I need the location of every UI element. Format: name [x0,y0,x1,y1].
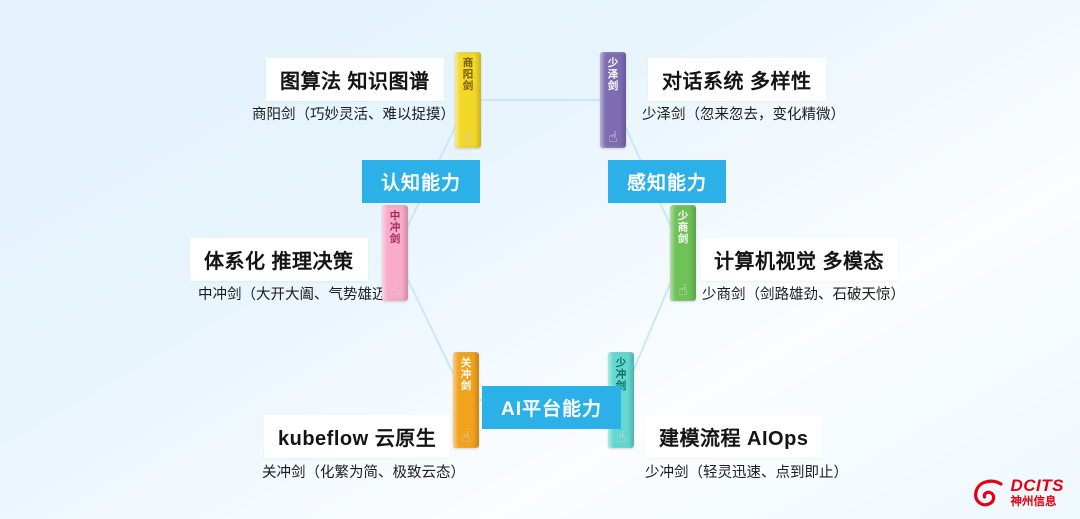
sword-label-shaoze: 少泽剑 [606,57,619,92]
capability-label-perception: 感知能力 [608,160,727,203]
node-subtitle-graph-knowledge: 商阳剑（巧妙灵活、难以捉摸） [252,107,455,123]
sword-finger-icon: ☝ [461,429,471,446]
sword-icon-shangyang: 商阳剑 ☝ [455,52,481,148]
dcits-swirl-icon [973,479,1003,506]
node-title-systematic-reasoning: 体系化 推理决策 [190,238,368,281]
dcits-brand-text: DCITS [1010,476,1064,496]
sword-icon-shaoze: 少泽剑 ☝ [600,52,626,148]
sword-finger-icon: ☝ [608,129,618,146]
capability-label-cognitive: 认知能力 [362,160,481,203]
node-subtitle-modeling-aiops: 少冲剑（轻灵迅速、点到即止） [645,465,848,481]
sword-finger-icon: ☝ [678,282,688,299]
sword-icon-zhongchong: 中冲剑 ☝ [382,205,408,301]
dcits-company-text: 神州信息 [1010,495,1057,508]
node-subtitle-dialog-system: 少泽剑（忽来忽去，变化精微） [642,107,845,123]
sword-finger-icon: ☝ [390,282,400,299]
node-subtitle-computer-vision: 少商剑（剑路雄劲、石破天惊） [702,287,905,303]
sword-finger-icon: ☝ [616,429,626,446]
sword-label-shaochong: 少冲剑 [614,357,627,392]
node-subtitle-systematic-reasoning: 中冲剑（大开大阖、气势雄迈） [198,287,401,303]
dcits-logo-texts: DCITS 神州信息 [1011,476,1065,509]
node-title-computer-vision: 计算机视觉 多模态 [700,238,899,281]
capability-label-ai-platform: AI平台能力 [482,386,622,429]
hexagon-outline [393,99,685,401]
sword-label-zhongchong: 中冲剑 [388,210,401,245]
sword-icon-guanchong: 关冲剑 ☝ [453,352,479,448]
node-title-dialog-system: 对话系统 多样性 [648,58,826,101]
dcits-logo: DCITS 神州信息 [971,476,1065,509]
sword-label-guanchong: 关冲剑 [459,357,472,392]
sword-label-shaoshang: 少商剑 [676,210,689,245]
node-title-modeling-aiops: 建模流程 AIOps [645,415,823,458]
sword-label-shangyang: 商阳剑 [461,57,474,92]
sword-finger-icon: ☝ [463,129,473,146]
node-title-graph-knowledge: 图算法 知识图谱 [266,58,444,101]
node-title-kubeflow-cloudnative: kubeflow 云原生 [264,415,451,458]
node-subtitle-kubeflow-cloudnative: 关冲剑（化繁为简、极致云态） [262,465,465,481]
sword-icon-shaoshang: 少商剑 ☝ [670,205,696,301]
